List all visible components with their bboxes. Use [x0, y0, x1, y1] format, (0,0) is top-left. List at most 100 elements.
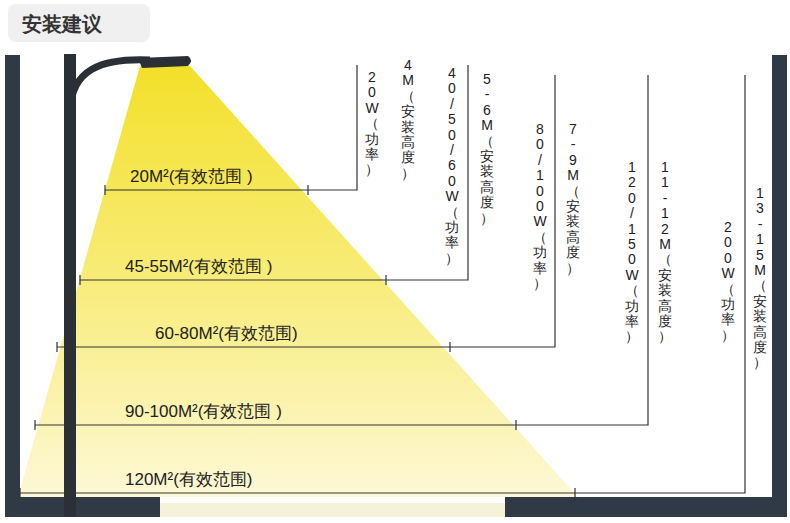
spec-column: 4M（安装高度）: [401, 58, 415, 181]
column-character: 5: [445, 112, 459, 127]
column-character: ）: [365, 162, 379, 177]
column-character: M: [566, 168, 580, 183]
column-character: 0: [721, 251, 735, 266]
column-character: 5: [753, 248, 767, 263]
column-character: （: [566, 184, 580, 199]
column-character: （: [658, 252, 672, 267]
column-character: 装: [401, 120, 415, 135]
column-character: 安: [401, 104, 415, 119]
column-character: 0: [365, 85, 379, 100]
coverage-label: 20M²(有效范围 ): [130, 167, 253, 187]
column-character: M: [480, 118, 494, 133]
column-character: （: [445, 205, 459, 220]
column-character: （: [401, 89, 415, 104]
dimension-line: [57, 75, 555, 347]
column-character: W: [625, 268, 639, 283]
tick-marks: [20, 185, 575, 498]
spec-column: 5-6M（安装高度）: [480, 72, 494, 226]
column-character: （: [625, 283, 639, 298]
spec-column: 11-12M（安装高度）: [658, 160, 672, 345]
light-cone: [18, 66, 578, 497]
column-character: 功: [365, 132, 379, 147]
column-character: 1: [753, 232, 767, 247]
column-character: 装: [658, 283, 672, 298]
spec-column: 120/150W（功率）: [625, 160, 639, 345]
column-character: ）: [625, 329, 639, 344]
dimension-lines: [20, 65, 745, 498]
column-character: 5: [480, 72, 494, 87]
column-character: ）: [566, 261, 580, 276]
column-character: 0: [721, 235, 735, 250]
column-character: ）: [480, 211, 494, 226]
column-character: （: [753, 278, 767, 293]
column-character: 8: [533, 122, 547, 137]
column-character: /: [625, 206, 639, 221]
column-character: -: [566, 137, 580, 152]
column-character: 9: [566, 153, 580, 168]
column-character: M: [401, 73, 415, 88]
column-character: ）: [753, 355, 767, 370]
lit-ground: [160, 503, 505, 517]
spec-column: 80/100W（功率）: [533, 122, 547, 291]
coverage-label: 120M²(有效范围): [125, 470, 253, 490]
column-character: 0: [445, 174, 459, 189]
column-character: 0: [625, 252, 639, 267]
column-character: 0: [445, 81, 459, 96]
page-title: 安装建议: [22, 11, 102, 38]
column-character: 2: [365, 70, 379, 85]
column-character: 度: [480, 195, 494, 210]
spec-column: 13-15M（安装高度）: [753, 186, 767, 371]
column-character: 4: [401, 58, 415, 73]
column-character: 度: [658, 314, 672, 329]
column-character: 装: [753, 309, 767, 324]
column-character: 1: [753, 186, 767, 201]
column-character: 功: [533, 245, 547, 260]
column-character: /: [445, 143, 459, 158]
column-character: M: [658, 237, 672, 252]
column-character: 6: [480, 103, 494, 118]
column-character: W: [445, 189, 459, 204]
column-character: 度: [401, 150, 415, 165]
column-character: 高: [566, 230, 580, 245]
column-character: 率: [365, 147, 379, 162]
column-character: -: [753, 217, 767, 232]
lamp-head: [138, 56, 191, 68]
column-character: 1: [625, 222, 639, 237]
dimension-line: [20, 75, 745, 493]
column-character: M: [753, 263, 767, 278]
column-character: （: [533, 230, 547, 245]
column-character: W: [365, 101, 379, 116]
column-character: 安: [480, 149, 494, 164]
column-character: 功: [625, 299, 639, 314]
column-character: /: [533, 153, 547, 168]
dimension-line: [80, 65, 468, 280]
column-character: 安: [658, 268, 672, 283]
column-character: 7: [566, 122, 580, 137]
coverage-label: 60-80M²(有效范围): [155, 324, 298, 344]
coverage-label: 45-55M²(有效范围 ): [125, 257, 272, 277]
column-character: 率: [445, 235, 459, 250]
lamp-pole: [64, 54, 76, 517]
column-character: 3: [753, 201, 767, 216]
spec-column: 20W（功率）: [365, 70, 379, 178]
column-character: 0: [533, 199, 547, 214]
column-character: 装: [566, 214, 580, 229]
column-character: 安: [753, 294, 767, 309]
column-character: /: [445, 97, 459, 112]
column-character: 2: [721, 220, 735, 235]
column-character: 0: [445, 128, 459, 143]
column-character: 装: [480, 164, 494, 179]
column-character: 6: [445, 158, 459, 173]
spec-column: 7-9M（安装高度）: [566, 122, 580, 276]
column-character: 0: [625, 191, 639, 206]
column-character: 2: [625, 175, 639, 190]
column-character: -: [658, 191, 672, 206]
spec-column: 200W（功率）: [721, 220, 735, 343]
ground-right: [505, 497, 787, 517]
dimension-line: [35, 75, 648, 425]
column-character: 高: [753, 325, 767, 340]
column-character: 1: [658, 175, 672, 190]
column-character: （: [721, 282, 735, 297]
column-character: ）: [658, 329, 672, 344]
